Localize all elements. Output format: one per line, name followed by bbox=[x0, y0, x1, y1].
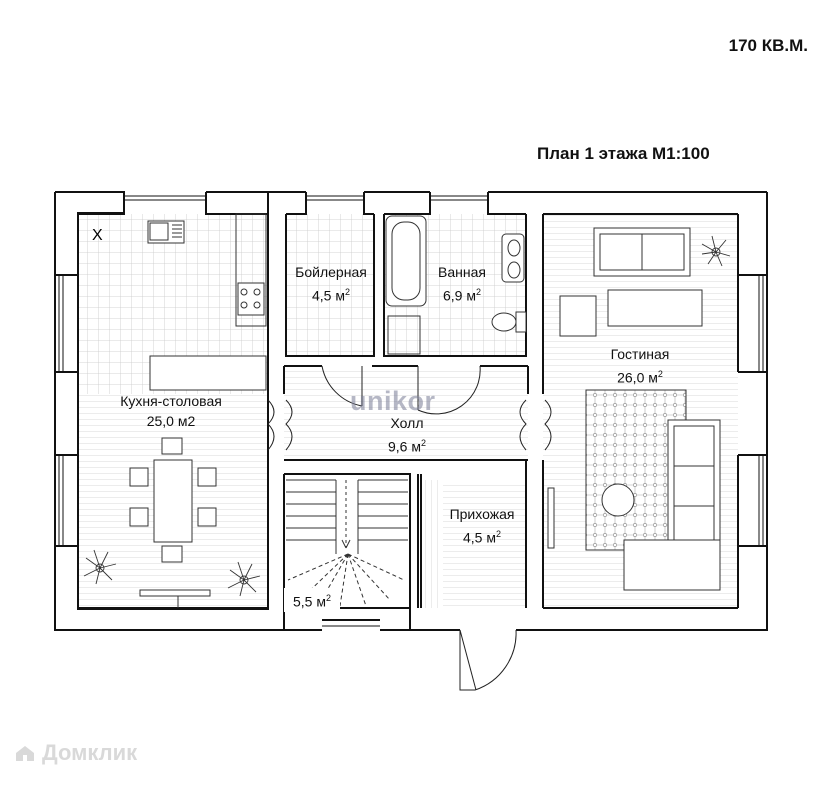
boiler-area-unit: 2 bbox=[344, 287, 350, 297]
living-label: Гостиная 26,0 м2 bbox=[596, 344, 684, 388]
plant-icon bbox=[83, 235, 731, 597]
kitchen-mark: X bbox=[92, 227, 103, 244]
bath-area-unit: 2 bbox=[475, 287, 481, 297]
kitchen-fixtures bbox=[147, 213, 267, 391]
entry-area: 4,5 м bbox=[463, 529, 496, 546]
hall-floor bbox=[284, 366, 528, 460]
hall-area-unit: 2 bbox=[420, 438, 426, 448]
footer-logo-text: Домклик bbox=[42, 740, 138, 765]
kitchen-name: Кухня-столовая bbox=[120, 393, 222, 409]
bath-fixtures bbox=[385, 215, 527, 355]
hall-name: Холл bbox=[390, 415, 424, 431]
stairs-area-unit: 2 bbox=[325, 593, 331, 603]
stairs-area: 5,5 м bbox=[293, 593, 326, 610]
living-name: Гостиная bbox=[610, 346, 670, 362]
plan-title: План 1 этажа М1:100 bbox=[537, 144, 710, 163]
boiler-floor bbox=[286, 214, 374, 356]
entry-area-unit: 2 bbox=[495, 529, 501, 539]
living-area: 26,0 м bbox=[617, 369, 658, 386]
hall-area: 9,6 м bbox=[388, 438, 421, 455]
boiler-area: 4,5 м bbox=[312, 287, 345, 304]
staircase bbox=[286, 479, 408, 607]
kitchen-area: 25,0 м2 bbox=[146, 413, 196, 429]
total-area: 170 КВ.М. bbox=[728, 36, 808, 55]
entry-name: Прихожая bbox=[449, 506, 515, 522]
boiler-label: Бойлерная 4,5 м2 bbox=[285, 262, 377, 306]
bath-label: Ванная 6,9 м2 bbox=[425, 262, 499, 306]
living-area-unit: 2 bbox=[657, 369, 663, 379]
boiler-name: Бойлерная bbox=[295, 264, 367, 280]
house-icon bbox=[16, 746, 34, 761]
doors bbox=[267, 365, 552, 691]
windows bbox=[58, 195, 764, 627]
kitchen-label: Кухня-столовая 25,0 м2 bbox=[107, 391, 235, 431]
dining-table bbox=[129, 437, 217, 608]
living-furniture bbox=[547, 227, 721, 591]
entry-closet bbox=[421, 480, 443, 608]
entry-label: Прихожая 4,5 м2 bbox=[437, 504, 527, 548]
stairs-label: 5,5 м2 bbox=[284, 588, 340, 612]
bath-name: Ванная bbox=[438, 264, 486, 280]
watermark: unikor bbox=[350, 386, 436, 416]
bath-area: 6,9 м bbox=[443, 287, 476, 304]
walls bbox=[54, 191, 768, 631]
footer-logo: Домклик bbox=[14, 740, 137, 766]
hall-label: Холл 9,6 м2 bbox=[372, 413, 442, 457]
